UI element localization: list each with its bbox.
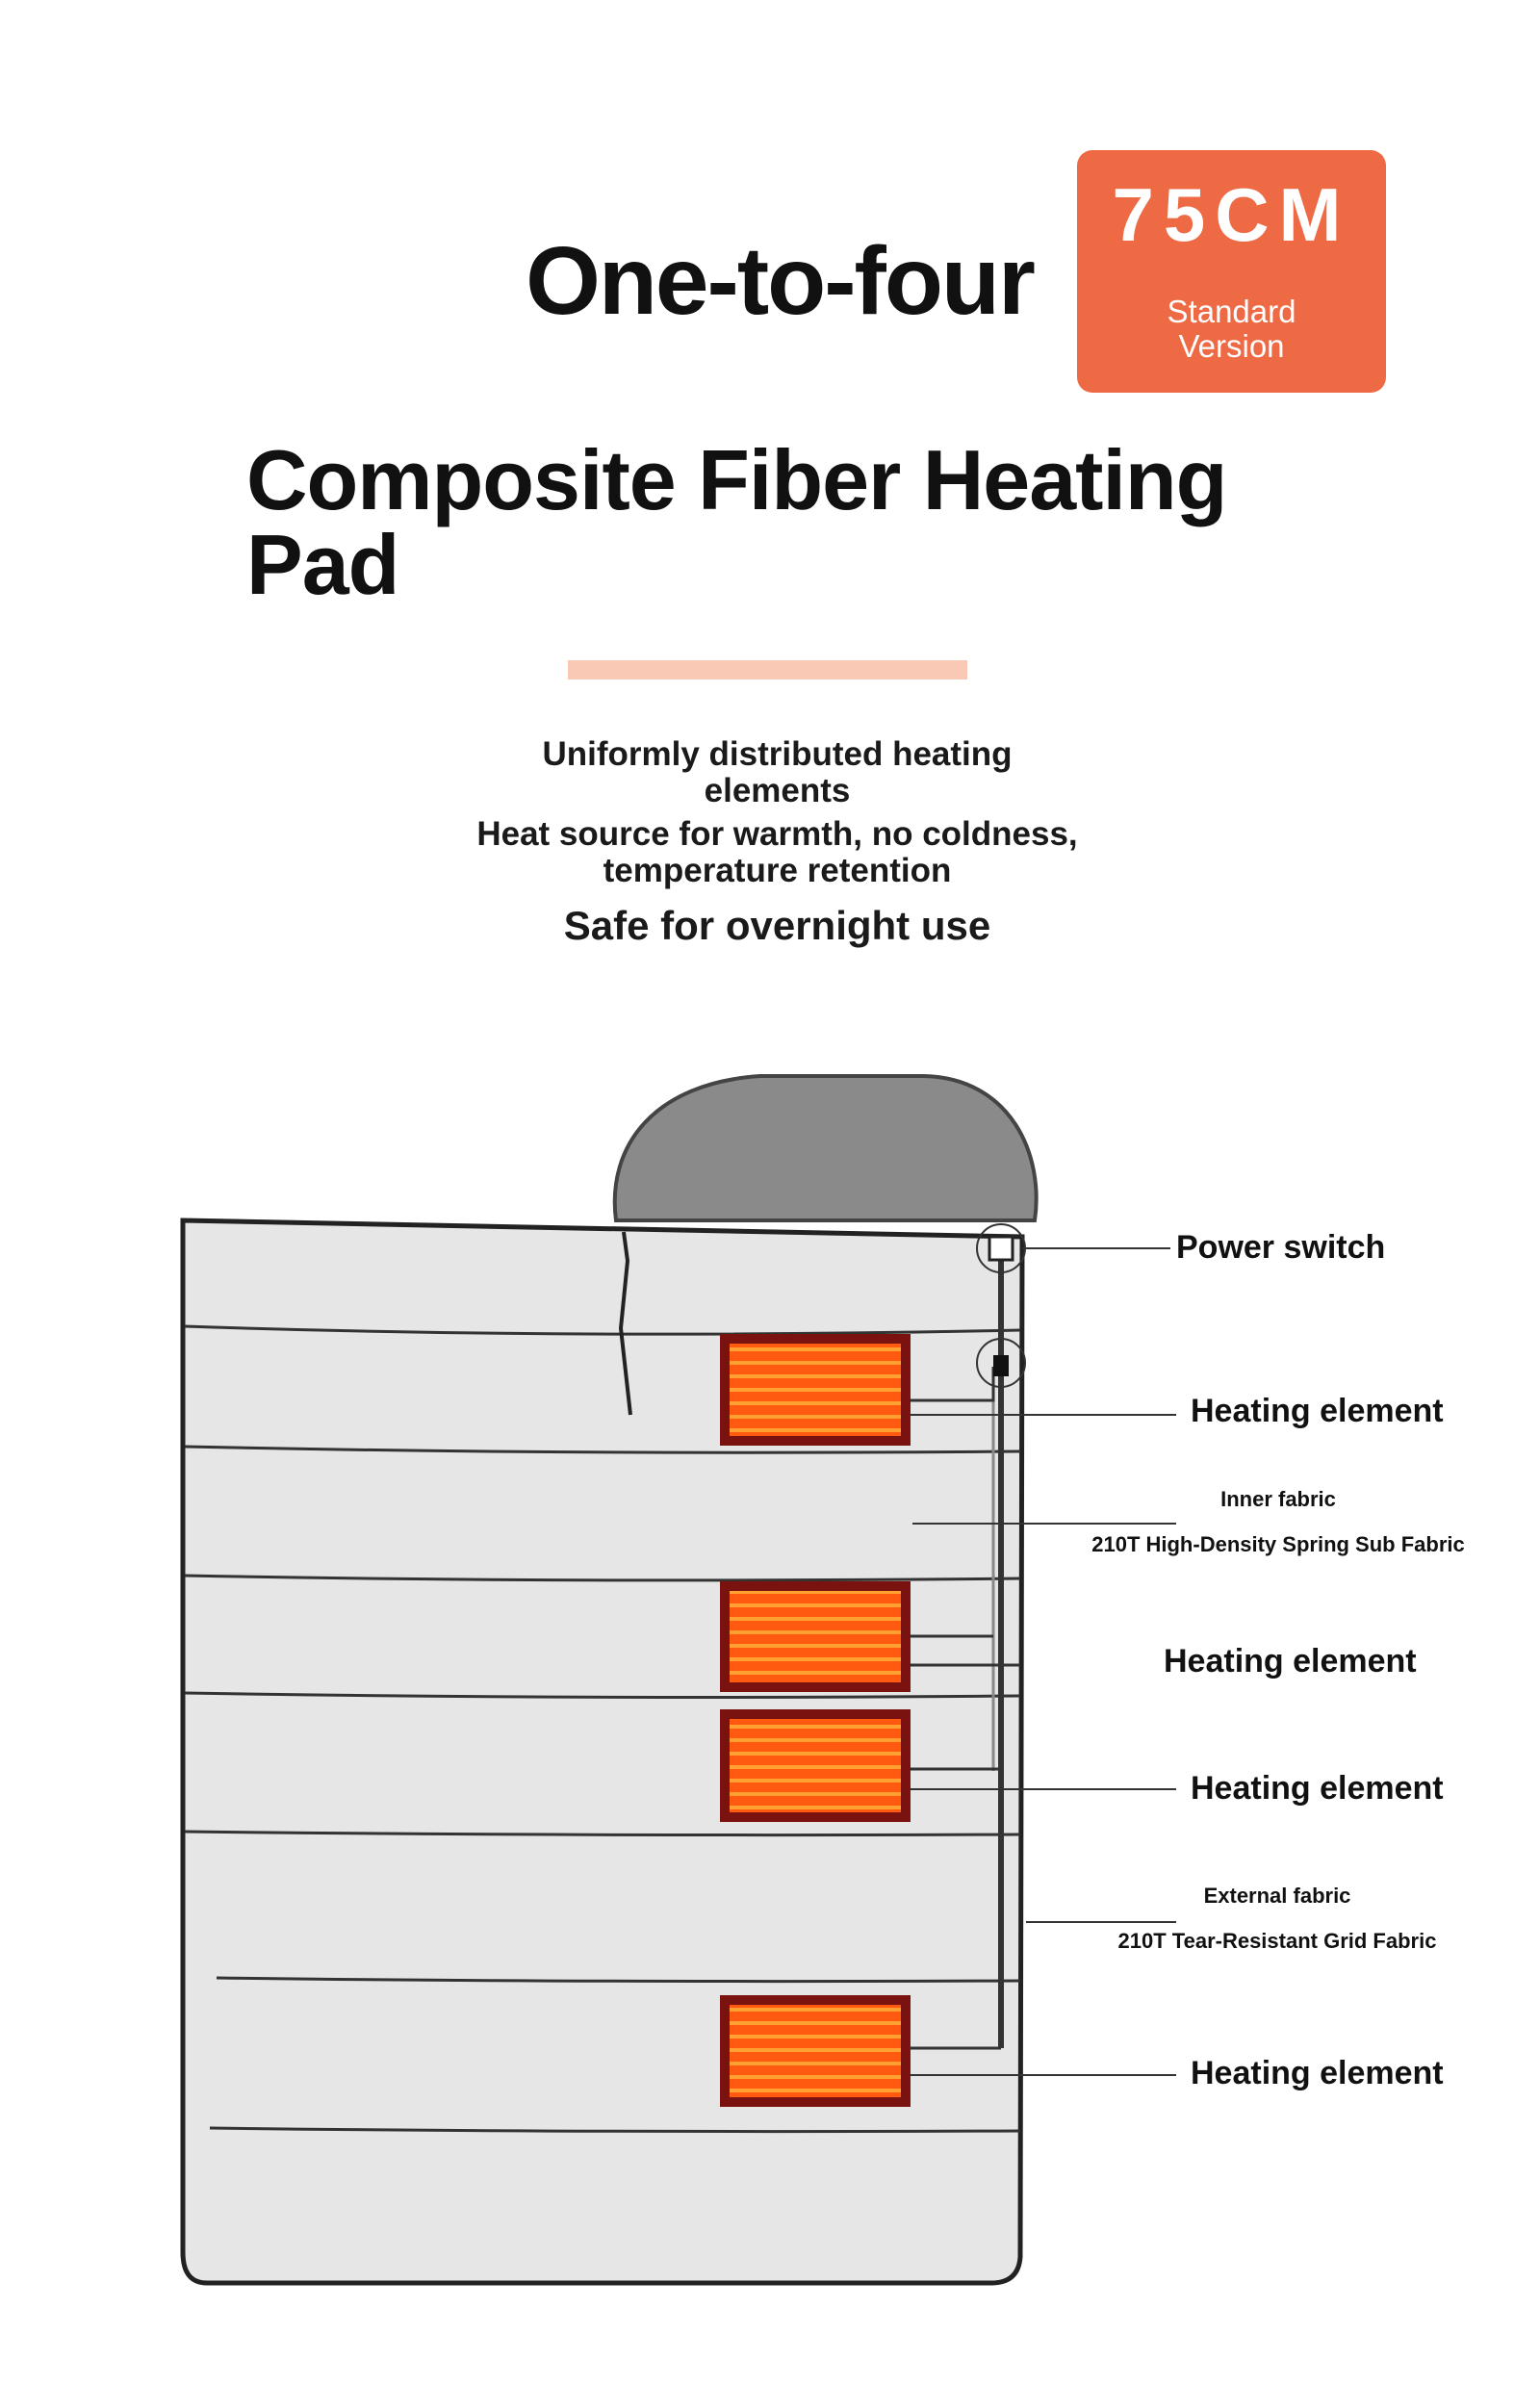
controller-icon: [993, 1355, 1009, 1376]
badge-size: 75CM: [1112, 172, 1351, 257]
size-badge: 75CM Standard Version: [1077, 150, 1386, 393]
divider: [568, 660, 967, 680]
label-external-fabric: External fabric: [1203, 1884, 1351, 1908]
feature-2-line2: temperature retention: [603, 852, 952, 889]
label-power-switch: Power switch: [1176, 1229, 1386, 1266]
badge-version-line1: Standard: [1167, 294, 1296, 329]
title-line1: Composite Fiber Heating: [246, 432, 1227, 527]
label-heating-element-4: Heating element: [1191, 2055, 1444, 2091]
feature-3: Safe for overnight use: [563, 903, 991, 948]
badge-version: Standard Version: [1077, 295, 1386, 364]
feature-1-line2: elements: [704, 772, 851, 809]
feature-1: Uniformly distributed heating elements: [385, 736, 1169, 809]
label-heating-element-1: Heating element: [1191, 1393, 1444, 1429]
label-inner-fabric: Inner fabric: [1220, 1487, 1336, 1511]
label-inner-fabric-detail: 210T High-Density Spring Sub Fabric: [1091, 1532, 1465, 1556]
hood: [612, 1074, 1039, 1222]
drawstring: [618, 1231, 632, 1416]
badge-version-line2: Version: [1178, 328, 1285, 364]
label-heating-element-3: Heating element: [1191, 1770, 1444, 1807]
feature-2-line1: Heat source for warmth, no coldness,: [476, 815, 1078, 853]
product-title: Composite Fiber Heating Pad: [246, 438, 1305, 607]
feature-2: Heat source for warmth, no coldness, tem…: [385, 816, 1169, 889]
heating-pad-2: [720, 1581, 911, 1692]
headline: One-to-four: [526, 227, 1036, 335]
heating-pads: [720, 1334, 911, 2107]
label-external-fabric-detail: 210T Tear-Resistant Grid Fabric: [1117, 1929, 1437, 1953]
heating-pad-1: [720, 1334, 911, 1446]
heating-pad-3: [720, 1709, 911, 1822]
title-line2: Pad: [246, 517, 399, 612]
feature-1-line1: Uniformly distributed heating: [542, 735, 1013, 773]
wiring: [909, 1223, 1176, 2076]
heating-pad-4: [720, 1995, 911, 2107]
stitch-lines: [184, 1324, 1021, 2134]
power-switch-icon: [988, 1235, 1014, 1262]
label-heating-element-2: Heating element: [1164, 1643, 1417, 1680]
